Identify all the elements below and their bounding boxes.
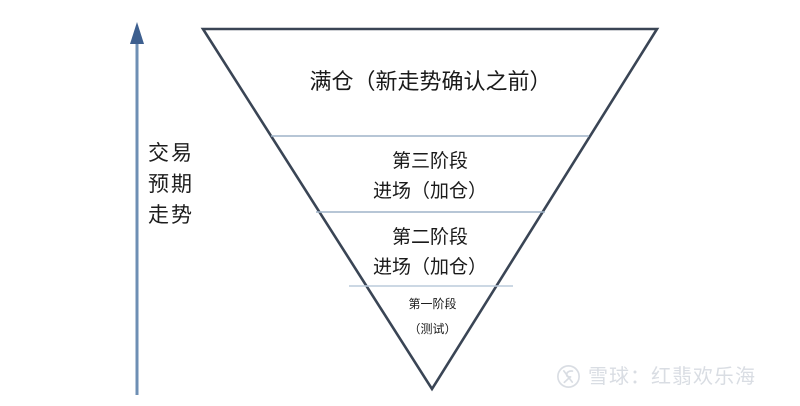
funnel-dividers — [271, 135, 589, 287]
watermark-text: 雪球：红翡欢乐海 — [588, 364, 756, 388]
band-stage-one-line-2: （测试） — [408, 322, 457, 336]
axis-label-line-1: 交易 — [148, 141, 194, 165]
band-full-position-line-1: 满仓（新走势确认之前） — [309, 70, 552, 95]
axis-label: 交易 预期 走势 — [148, 138, 214, 231]
funnel-band-full-position: 满仓（新走势确认之前） — [203, 68, 658, 98]
funnel-band-stage-two: 第二阶段 进场（加仓） — [280, 222, 580, 282]
band-stage-two-line-1: 第二阶段 — [391, 226, 468, 248]
funnel-band-stage-one: 第一阶段 （测试） — [345, 292, 520, 342]
funnel-band-stage-three: 第三阶段 进场（加仓） — [250, 146, 610, 206]
band-stage-three-line-2: 进场（加仓） — [372, 180, 487, 202]
band-stage-one-line-1: 第一阶段 — [408, 297, 457, 311]
axis-label-line-2: 预期 — [148, 172, 194, 196]
axis-label-line-3: 走势 — [148, 203, 194, 227]
funnel-outline — [200, 27, 660, 392]
band-stage-three-line-1: 第三阶段 — [391, 150, 468, 172]
band-stage-two-line-2: 进场（加仓） — [372, 256, 487, 278]
xueqiu-logo-icon — [557, 364, 580, 388]
y-axis-arrow — [130, 22, 144, 395]
watermark: 雪球：红翡欢乐海 — [556, 362, 756, 390]
